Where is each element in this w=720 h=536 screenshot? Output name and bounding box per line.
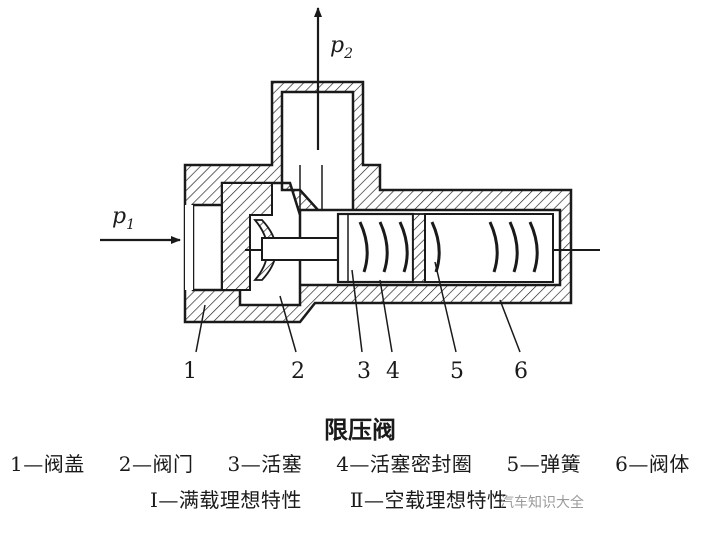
legend-item: 6—阀体: [615, 452, 690, 476]
outlet-label: p: [330, 33, 344, 58]
valve-cover: [221, 182, 273, 291]
characteristics-legend: Ⅰ—满载理想特性 Ⅱ—空载理想特性: [150, 484, 556, 513]
part-number-4: 4: [386, 359, 400, 384]
part-legend: 1—阀盖 2—阀门 3—活塞 4—活塞密封圈 5—弹簧 6—阀体: [10, 448, 690, 477]
inlet-label: p: [112, 204, 126, 229]
bore-outline: [424, 213, 600, 283]
legend-item: 1—阀盖: [10, 452, 85, 476]
legend-item: 3—活塞: [227, 452, 303, 476]
part-number-2: 2: [291, 359, 305, 384]
part-number-1: 1: [183, 359, 197, 384]
svg-text:p1: p1: [112, 204, 135, 233]
legend-item: 4—活塞密封圈: [336, 452, 473, 476]
svg-text:p2: p2: [330, 33, 353, 62]
outlet-sub: 2: [343, 46, 353, 62]
watermark: 汽车知识大全: [500, 495, 584, 511]
part-number-6: 6: [514, 359, 528, 384]
outlet-arrow: p2: [314, 7, 353, 150]
diagram-title: 限压阀: [324, 415, 396, 444]
inlet-sub: 1: [126, 217, 135, 233]
inlet-arrow: p1: [100, 204, 181, 244]
characteristic-item: Ⅰ—满载理想特性: [150, 488, 302, 512]
part-number-3: 3: [357, 359, 371, 384]
legend-item: 5—弹簧: [506, 452, 582, 476]
characteristic-item: Ⅱ—空载理想特性: [349, 488, 508, 512]
legend-item: 2—阀门: [118, 452, 194, 476]
part-number-5: 5: [450, 359, 464, 384]
leader-lines: [195, 261, 521, 353]
